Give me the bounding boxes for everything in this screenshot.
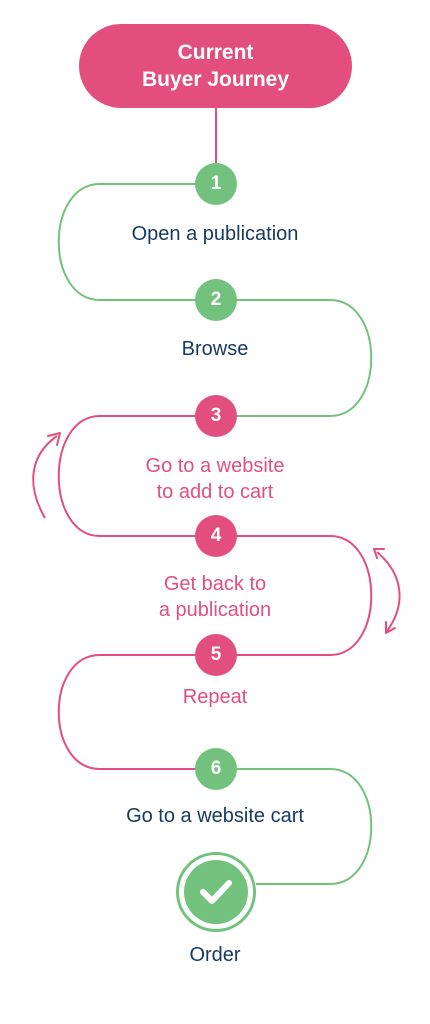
segment-4-5 <box>216 535 373 656</box>
step-6-label: Go to a website cart <box>126 805 304 827</box>
check-icon <box>200 880 232 904</box>
loop-arrow-right-head-top <box>373 548 385 559</box>
step-3-number: 3 <box>210 405 222 426</box>
order-label: Order <box>189 944 241 966</box>
loop-arrow-left <box>32 435 58 519</box>
step-5-number: 5 <box>210 644 222 665</box>
step-2-node: 2 <box>195 279 237 321</box>
order-node <box>176 852 256 932</box>
step-1-number: 1 <box>210 173 222 194</box>
segment-1-2 <box>57 183 216 301</box>
order-node-inner <box>184 860 248 924</box>
segment-6-order <box>216 768 373 885</box>
loop-arrow-right <box>376 551 401 632</box>
step-4-node: 4 <box>195 515 237 557</box>
segment-3-4 <box>57 415 216 537</box>
journey-title-pill: Current Buyer Journey <box>79 24 352 108</box>
step-4-number: 4 <box>210 525 222 546</box>
step-1-node: 1 <box>195 163 237 205</box>
step-5-label: Repeat <box>182 686 248 708</box>
journey-title: Current Buyer Journey <box>141 41 290 91</box>
loop-arrow-left-head <box>47 432 61 446</box>
step-2-number: 2 <box>210 289 222 310</box>
step-2-label: Browse <box>181 338 249 360</box>
step-3-label: Go to a website to add to cart <box>145 455 285 503</box>
step-3-node: 3 <box>195 395 237 437</box>
step-4-label: Get back to a publication <box>158 573 272 621</box>
segment-5-6 <box>57 654 216 770</box>
loop-arrow-right-head-bottom <box>385 621 396 634</box>
step-1-label: Open a publication <box>131 223 299 245</box>
step-6-node: 6 <box>195 748 237 790</box>
step-6-number: 6 <box>210 758 222 779</box>
step-5-node: 5 <box>195 634 237 676</box>
segment-2-3 <box>216 299 373 417</box>
